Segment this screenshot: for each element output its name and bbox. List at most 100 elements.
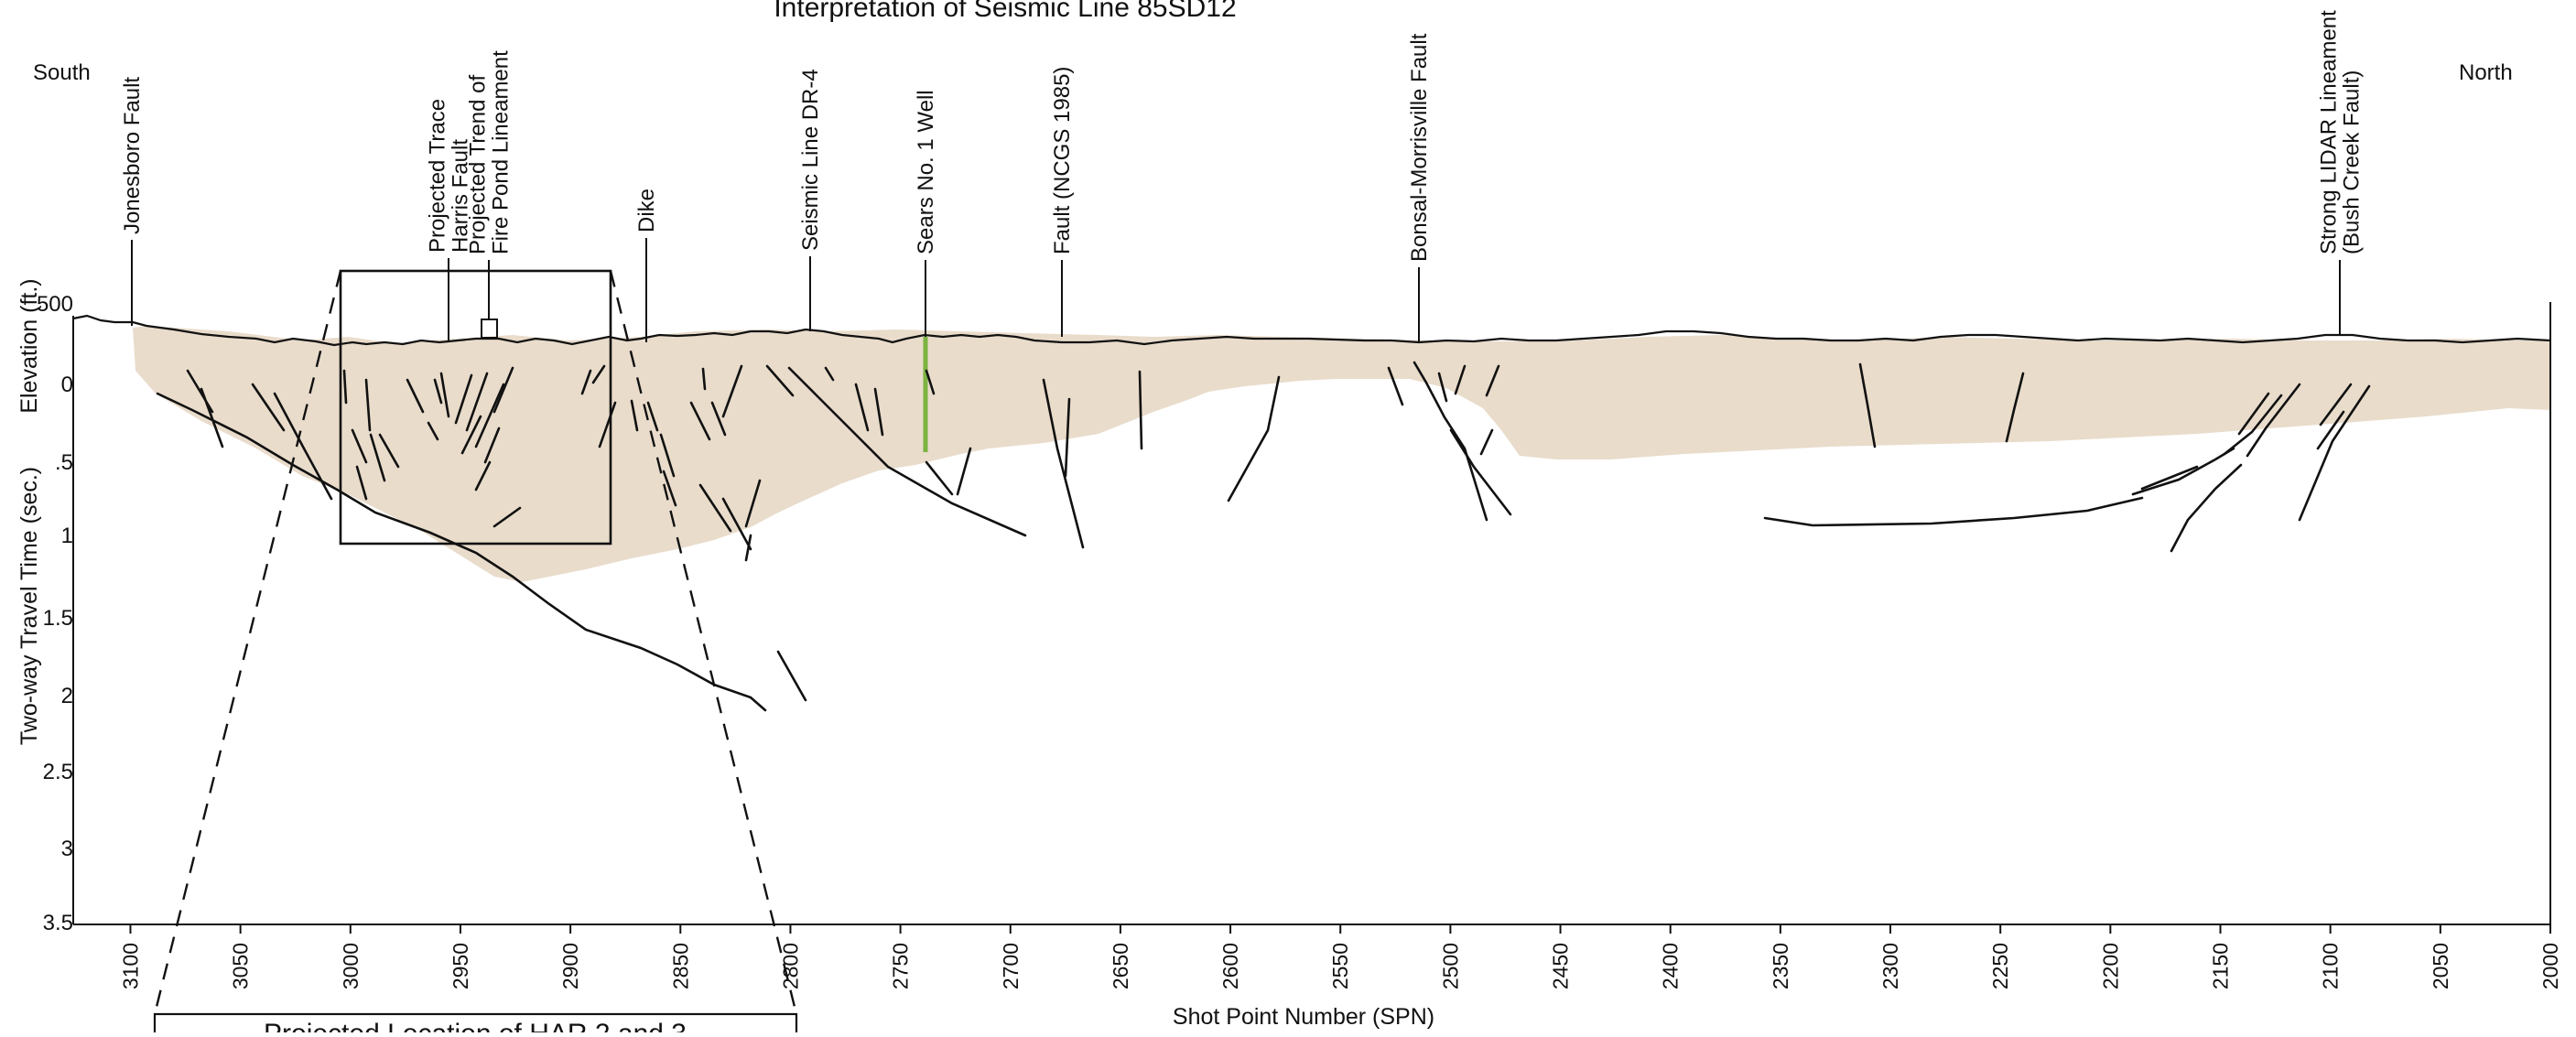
fault-line (1064, 397, 1071, 478)
feature-label: Harris Fault (449, 139, 473, 253)
feature-label: Bonsal-Morrisville Fault (1407, 33, 1432, 262)
x-tick-label: 3100 (118, 943, 142, 989)
y-tick-label: .5 (55, 450, 73, 475)
fault-line (721, 364, 743, 418)
y-tick-label: 2.5 (43, 760, 73, 784)
fault-line (1858, 362, 1877, 448)
fault-line (2005, 372, 2025, 443)
fault-line (492, 506, 522, 528)
basin-bounding-fault (156, 392, 767, 712)
feature-label: Dike (634, 189, 659, 232)
fault-line (824, 366, 835, 382)
fault-line (273, 392, 333, 501)
x-tick-label: 2600 (1218, 943, 1242, 989)
fault-line (369, 433, 386, 482)
fault-line (2140, 465, 2199, 491)
fault-line (406, 378, 425, 414)
basin-fill (133, 326, 2550, 582)
feature-label: Projected Trace (426, 99, 450, 253)
fault-line (454, 373, 473, 425)
south-label: South (33, 60, 91, 85)
feature-label: Fire Pond Lineament (489, 50, 514, 254)
fault-line (251, 383, 286, 432)
fault-line (1763, 496, 2144, 527)
fault-line (1387, 366, 1404, 406)
fault-line (474, 383, 505, 448)
fault-line (662, 470, 677, 507)
fault-line (1138, 370, 1143, 450)
fault-line (1449, 428, 1512, 516)
feature-label: Seismic Line DR-4 (798, 69, 823, 251)
fault-line (689, 401, 711, 441)
fault-line (873, 387, 884, 437)
fault-line (364, 378, 372, 432)
fault-line (433, 378, 443, 405)
x-tick-label: 2650 (1109, 943, 1132, 989)
fault-line (2223, 394, 2283, 456)
fault-line (854, 383, 870, 432)
fault-line (2170, 463, 2243, 553)
fault-line (659, 433, 676, 478)
x-tick-label: 3050 (229, 943, 253, 989)
x-tick-label: 2250 (1988, 943, 2012, 989)
x-tick-label: 2100 (2319, 943, 2343, 989)
feature-label: Strong LIDAR Lineament (2317, 10, 2342, 254)
feature-label: Fault (NCGS 1985) (1050, 67, 1075, 254)
y-tick-label: 3 (61, 837, 73, 861)
fault-line (721, 497, 752, 551)
x-tick-label: 2550 (1328, 943, 1352, 989)
fault-line (427, 421, 439, 441)
fault-line (492, 366, 514, 414)
x-axis-title: Shot Point Number (SPN) (1173, 1004, 1434, 1030)
x-tick-label: 2000 (2538, 943, 2562, 989)
fault-line (1454, 364, 1467, 395)
fault-line (1412, 361, 1488, 522)
fault-line (378, 433, 400, 469)
x-tick-label: 2200 (2098, 943, 2122, 989)
fault-line (956, 447, 972, 496)
y-tick-label: 2 (61, 684, 73, 708)
fault-line (483, 427, 501, 464)
fault-line (710, 401, 727, 437)
fault-line (787, 366, 1027, 537)
fault-line (925, 369, 936, 395)
fault-line (2319, 383, 2353, 427)
x-tick-label: 2800 (778, 943, 802, 989)
fault-line (646, 401, 659, 432)
x-tick-label: 2750 (889, 943, 913, 989)
y-tick-label: 1 (61, 524, 73, 548)
north-label: North (2459, 60, 2513, 85)
feature-label: Projected Trend of (466, 75, 491, 254)
y-tick-label: 3.5 (43, 911, 73, 935)
fault-line (474, 460, 492, 491)
inset-box (339, 269, 612, 546)
x-tick-label: 2450 (1549, 943, 1573, 989)
x-tick-label: 2300 (1878, 943, 1902, 989)
x-tick-label: 2950 (449, 943, 472, 989)
fault-line (2298, 384, 2371, 522)
fault-line (630, 399, 639, 432)
fault-line (765, 364, 795, 397)
inset-label: Projected Location of HAR 2 and 3 (264, 1019, 687, 1032)
y-axis-time-title: Two-way Travel Time (sec.) (16, 467, 42, 745)
fault-line (1227, 375, 1281, 502)
fault-lines (156, 361, 2371, 712)
fault-line (1479, 428, 1494, 456)
x-tick-label: 2050 (2429, 943, 2452, 989)
fault-line (439, 372, 450, 418)
fault-line (776, 650, 807, 702)
inset-projection-right (609, 270, 798, 1015)
y-axis-elevation-title: Elevation (ft.) (16, 278, 42, 413)
fault-line (701, 367, 707, 391)
fault-line (1042, 378, 1085, 549)
y-tick-label: 0 (61, 373, 73, 397)
fire-pond-marker (481, 319, 498, 339)
fault-line (460, 415, 482, 455)
fault-line (2246, 383, 2301, 458)
fault-line (580, 369, 592, 395)
fault-line (1485, 364, 1500, 397)
fault-line (698, 483, 732, 533)
